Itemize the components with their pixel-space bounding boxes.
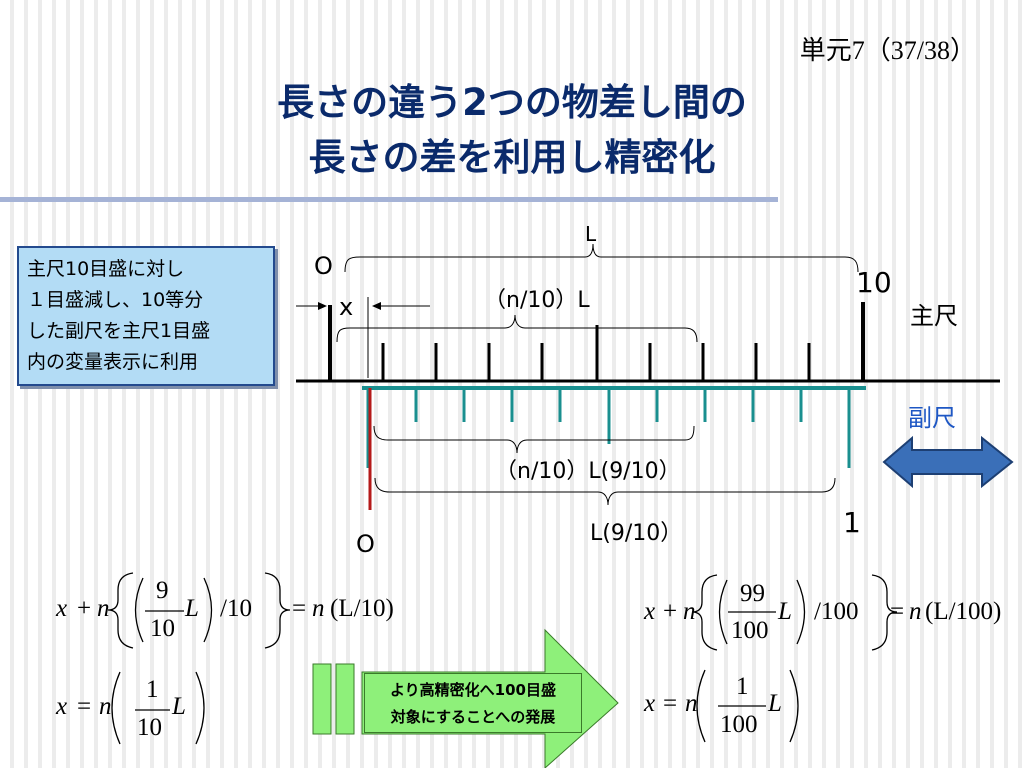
eq4-L: L bbox=[768, 690, 782, 717]
eq1-n: n bbox=[97, 595, 110, 622]
eq2-num: 1 bbox=[146, 676, 159, 703]
eq3-L: L bbox=[778, 598, 792, 625]
eq2-n: n bbox=[99, 693, 112, 720]
note-line: 主尺10目盛に対し bbox=[27, 258, 185, 280]
label-ten: 10 bbox=[856, 266, 892, 299]
brace-L bbox=[344, 243, 859, 273]
eq4-eq: = bbox=[663, 690, 678, 717]
formula-3 bbox=[691, 574, 898, 651]
eq4-num: 1 bbox=[736, 673, 749, 700]
double-arrow-icon bbox=[882, 435, 1014, 489]
note-line: 内の変量表示に利用 bbox=[27, 351, 199, 373]
green-bar-icon bbox=[312, 663, 332, 735]
eq1-div: /10 bbox=[220, 595, 252, 622]
eq3-num: 99 bbox=[740, 580, 765, 607]
label-L910: L(9/10） bbox=[590, 521, 683, 546]
label-sub-scale: 副尺 bbox=[908, 404, 956, 432]
eq4-x: x bbox=[644, 690, 656, 717]
eq2-eq: = bbox=[77, 693, 92, 720]
formula-1 bbox=[107, 572, 291, 649]
label-L: L bbox=[585, 222, 597, 246]
eq1-x: x bbox=[56, 595, 68, 622]
callout-line2: 対象にすることへの発展 bbox=[390, 708, 556, 726]
label-n10L: （n/10）L bbox=[484, 288, 590, 313]
eq1-den: 10 bbox=[150, 615, 175, 642]
label-one: 1 bbox=[843, 506, 861, 539]
eq3-div: /100 bbox=[814, 598, 859, 625]
brace-L910 bbox=[374, 477, 836, 506]
callout-line1: より高精密化へ100目盛 bbox=[389, 681, 556, 699]
formula-4 bbox=[696, 669, 799, 743]
label-x: x bbox=[339, 293, 354, 321]
eq3-x: x bbox=[644, 598, 656, 625]
eq1-rhs: (L/10) bbox=[330, 595, 394, 622]
eq3-n: n bbox=[683, 598, 696, 625]
label-origin-main: O bbox=[314, 252, 333, 280]
brace-n10L bbox=[336, 314, 698, 343]
eq1-L: L bbox=[185, 595, 199, 622]
eq1-plus: + bbox=[77, 595, 92, 622]
note-line: １目盛減し、10等分 bbox=[27, 289, 204, 311]
title-separator bbox=[0, 197, 778, 202]
eq2-L: L bbox=[172, 693, 186, 720]
green-bar-icon bbox=[335, 663, 355, 735]
label-n10L910: （n/10）L(9/10） bbox=[495, 459, 681, 484]
eq3-den: 100 bbox=[731, 617, 769, 644]
eq2-x: x bbox=[56, 693, 68, 720]
label-main-scale: 主尺 bbox=[910, 302, 958, 330]
eq4-den: 100 bbox=[720, 711, 758, 738]
formula-2 bbox=[111, 671, 205, 745]
label-origin-sub: O bbox=[356, 530, 375, 558]
explanation-note: 主尺10目盛に対し １目盛減し、10等分 した副尺を主尺1目盛 内の変量表示に利… bbox=[17, 246, 275, 386]
eq3-rhs: (L/100) bbox=[925, 598, 1002, 625]
brace-n10L910 bbox=[373, 425, 695, 454]
eq3-n2: n bbox=[909, 598, 922, 625]
eq1-num: 9 bbox=[156, 577, 169, 604]
page-indicator: 単元7（37/38） bbox=[799, 36, 976, 65]
eq3-plus: + bbox=[663, 598, 678, 625]
callout-box: より高精密化へ100目盛 対象にすることへの発展 bbox=[364, 673, 582, 733]
eq2-den: 10 bbox=[137, 714, 162, 741]
note-line: した副尺を主尺1目盛 bbox=[27, 320, 211, 342]
eq1-n2: n bbox=[312, 595, 325, 622]
page-title-line1: 長さの違う2つの物差し間の bbox=[277, 81, 747, 124]
eq4-n: n bbox=[685, 690, 698, 717]
page-title-line2: 長さの差を利用し精密化 bbox=[308, 136, 716, 179]
eq3-eq: = bbox=[890, 598, 905, 625]
eq1-eq: = bbox=[292, 595, 307, 622]
